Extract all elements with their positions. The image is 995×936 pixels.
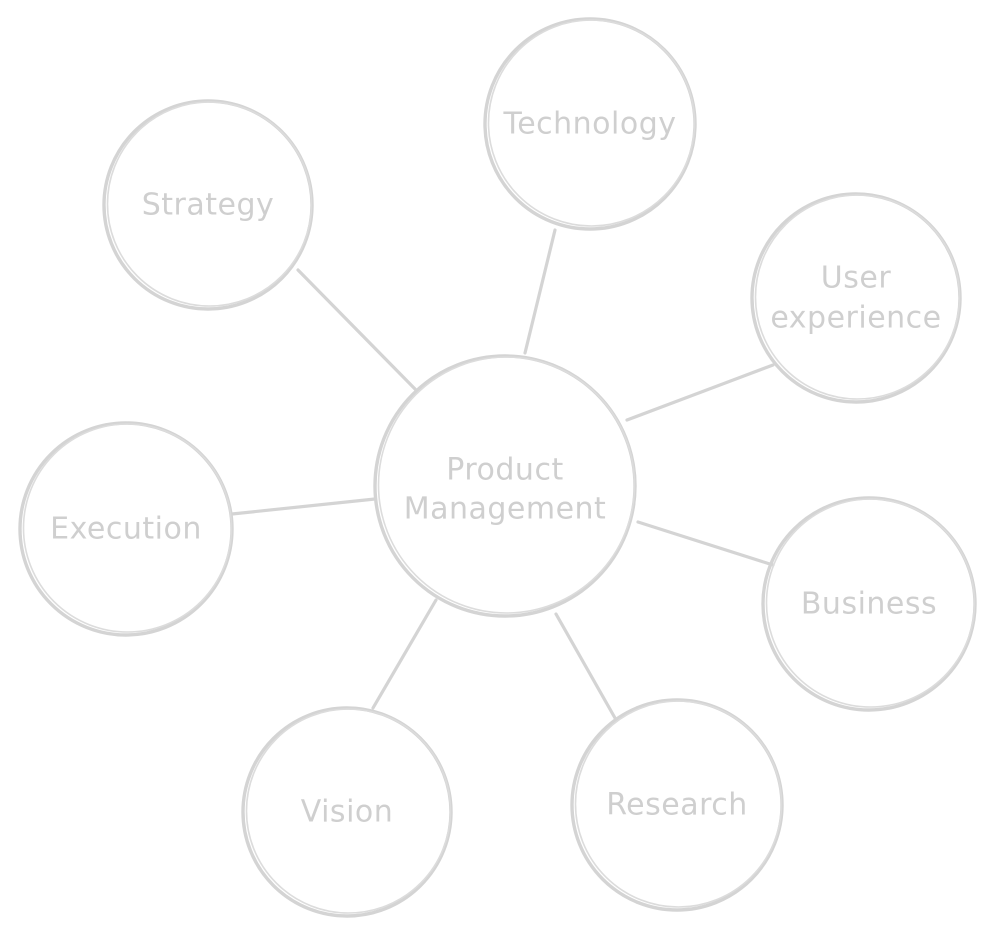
node-vision-label-line-1: Vision — [301, 795, 394, 830]
node-vision: Vision — [241, 706, 453, 918]
node-business-label-line-1: Business — [801, 587, 937, 622]
node-execution-label-line-1: Execution — [50, 512, 202, 547]
node-technology-circle-sketch — [487, 19, 696, 227]
node-strategy-label-line-1: Strategy — [142, 188, 275, 223]
node-user-experience-label-line-1: User — [821, 261, 892, 296]
node-business-circle-sketch — [765, 498, 976, 708]
node-vision-circle-sketch — [245, 708, 452, 914]
node-user-experience-circle-sketch — [754, 194, 961, 400]
node-business: Business — [761, 496, 977, 712]
node-research-label-line-1: Research — [606, 788, 748, 823]
node-product-management-circle-sketch — [377, 356, 636, 614]
node-product-management-label-line-2: Management — [404, 492, 607, 527]
connector-vision — [371, 598, 438, 710]
node-technology: Technology — [483, 17, 697, 231]
connector-lines — [230, 228, 775, 720]
node-research: Research — [570, 698, 784, 912]
node-technology-label-line-1: Technology — [502, 107, 676, 142]
connector-user-experience — [625, 363, 775, 422]
connector-business — [636, 520, 775, 567]
connector-technology — [523, 228, 557, 355]
node-research-circle-sketch — [574, 700, 783, 908]
connector-research — [554, 612, 617, 720]
node-strategy-circle-sketch — [106, 101, 313, 307]
node-execution-circle-sketch — [22, 423, 233, 633]
node-user-experience-label-line-2: experience — [770, 301, 941, 336]
connector-strategy — [296, 268, 418, 392]
node-user-experience: User experience — [750, 192, 962, 404]
node-execution: Execution — [18, 421, 234, 637]
node-product-management-label-line-1: Product — [446, 453, 563, 488]
node-strategy: Strategy — [102, 99, 314, 311]
connector-execution — [230, 497, 377, 516]
